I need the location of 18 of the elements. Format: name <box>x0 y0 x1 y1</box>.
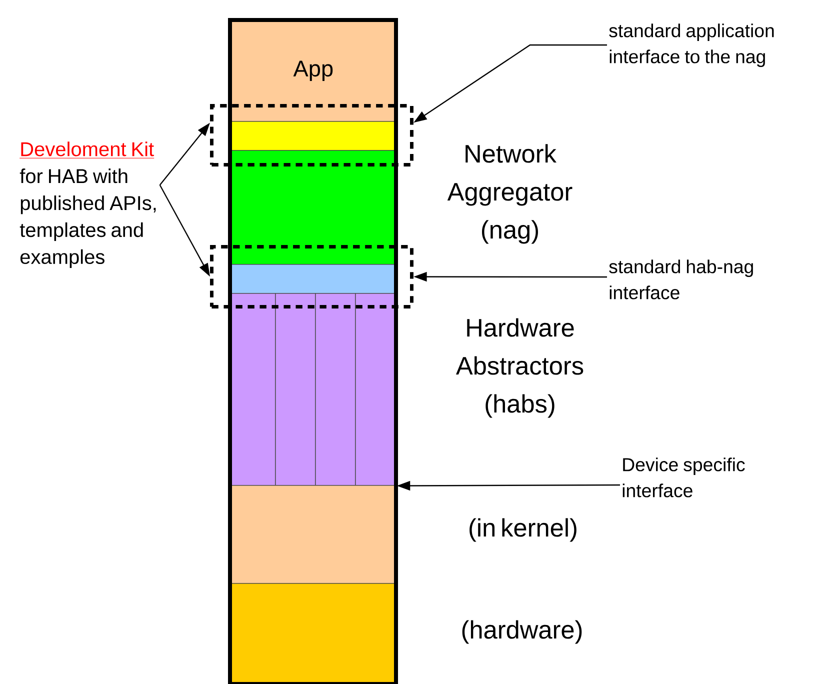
layer-band <box>230 150 397 265</box>
callout-text: standard application interface to the nag <box>609 24 774 67</box>
callout-text: Develoment Kit for HAB with published APIs, templates and examples <box>19 142 156 268</box>
layer-band <box>230 485 397 584</box>
layer-label: (in kernel) <box>470 518 576 542</box>
layer-band <box>230 293 276 486</box>
layer-band <box>230 583 397 684</box>
dashed-interface-box <box>210 245 414 308</box>
callout-text: standard hab-nag interface <box>609 260 753 300</box>
callout-text: Device specific interface <box>622 458 745 498</box>
layer-label: Network Aggregator (nag) <box>447 144 572 244</box>
layer-label: Hardware Abstractors (habs) <box>456 318 584 418</box>
layer-label: (hardware) <box>462 620 582 644</box>
layer-band <box>315 293 356 486</box>
layer-band <box>275 293 316 486</box>
layer-band: App <box>230 20 397 122</box>
dashed-interface-box <box>210 104 414 166</box>
layer-band <box>355 293 397 486</box>
